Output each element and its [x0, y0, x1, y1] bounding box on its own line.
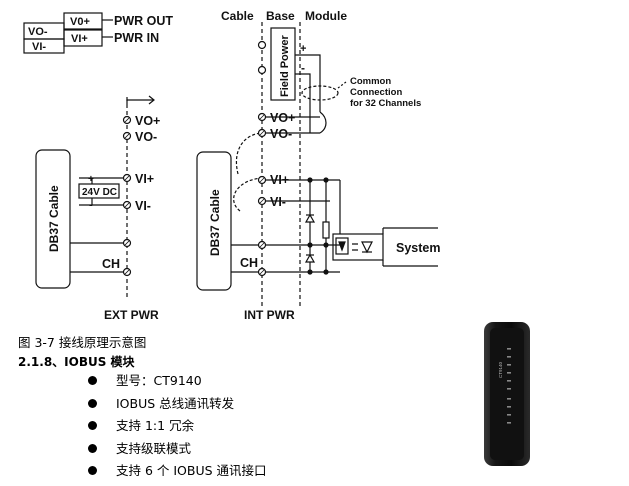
list-item: 型号：CT9140	[88, 373, 267, 396]
int-vi-minus: VI-	[270, 195, 286, 209]
ext-ch-label: CH	[102, 257, 120, 271]
common-label-2: Connection	[350, 87, 402, 98]
wiring-diagram: VO- VI- V0+ VI+ PWR OUT PWR IN	[23, 9, 440, 322]
bullet-icon	[88, 443, 97, 453]
box-vi-plus: VI+	[71, 33, 88, 45]
section-title: 2.1.8、IOBUS 模块	[18, 355, 135, 369]
bullet-icon	[88, 398, 97, 408]
ext-vi-minus: VI-	[135, 199, 151, 213]
ext-vi-plus: VI+	[135, 172, 154, 186]
pwr-in-label: PWR IN	[114, 31, 159, 45]
bullet-icon	[88, 466, 97, 475]
figure-caption: 图 3-7 接线原理示意图	[18, 335, 147, 350]
common-label-1: Common	[350, 76, 391, 87]
feature-list: 型号：CT9140 IOBUS 总线通讯转发 支持 1:1 冗余 支持级联模式 …	[88, 373, 267, 486]
list-item: 支持 6 个 IOBUS 通讯接口	[88, 463, 267, 486]
int-hdr-base: Base	[266, 9, 295, 23]
int-minus: -	[301, 61, 305, 75]
pwr-inout-diagram	[23, 12, 113, 54]
int-plus: +	[300, 43, 306, 55]
list-item: 支持级联模式	[88, 441, 267, 464]
bullet-icon	[88, 421, 97, 430]
list-item: IOBUS 总线通讯转发	[88, 396, 267, 419]
system-label: System	[396, 241, 440, 255]
int-vo-plus: VO+	[270, 111, 295, 125]
list-item: 支持 1:1 冗余	[88, 418, 267, 441]
ext-vo-minus: VO-	[135, 130, 157, 144]
bullet-icon	[88, 376, 97, 385]
int-field-power: Field Power	[279, 35, 291, 97]
module-label: CT9140	[498, 361, 503, 378]
int-hdr-cable: Cable	[221, 9, 254, 23]
ext-vo-plus: VO+	[135, 114, 160, 128]
pwr-out-label: PWR OUT	[114, 14, 173, 28]
int-footer: INT PWR	[244, 308, 295, 322]
box-vi-minus: VI-	[32, 41, 46, 53]
box-vo-minus: VO-	[28, 26, 48, 38]
int-hdr-module: Module	[305, 9, 347, 23]
int-vi-plus: VI+	[270, 173, 289, 187]
ext-dc-label: 24V DC	[82, 187, 117, 198]
ext-plus: +	[88, 174, 94, 185]
int-pwr-diagram	[196, 22, 438, 306]
common-label-3: for 32 Channels	[350, 98, 421, 109]
int-cable-label: DB37 Cable	[208, 189, 222, 256]
iobus-module-image: CT9140	[484, 322, 530, 466]
int-ch-label: CH	[240, 256, 258, 270]
int-vo-minus: VO-	[270, 127, 292, 141]
ext-minus: -	[89, 199, 93, 211]
ext-pwr-diagram	[35, 95, 155, 300]
ext-cable-label: DB37 Cable	[47, 185, 61, 252]
box-vo-plus: V0+	[70, 16, 90, 28]
ext-footer: EXT PWR	[104, 308, 159, 322]
